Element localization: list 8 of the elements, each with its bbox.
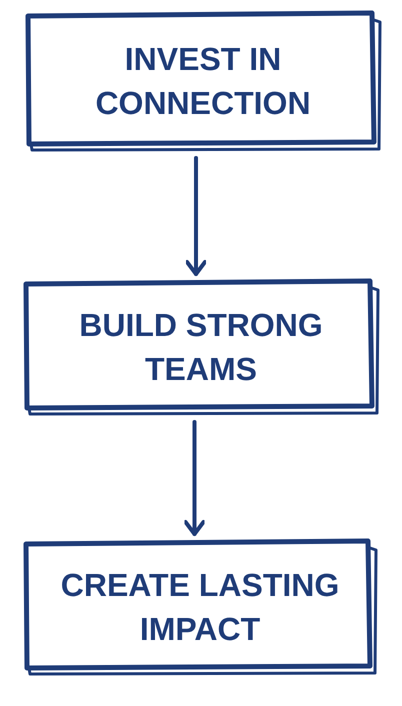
arrow — [185, 156, 207, 276]
box-label: INVEST IN CONNECTION — [94, 40, 312, 123]
box-label: BUILD STRONG TEAMS — [78, 306, 324, 389]
process-box — [22, 538, 378, 676]
box-label: CREATE LASTING IMPACT — [60, 566, 340, 649]
process-box — [24, 10, 382, 152]
arrow — [184, 420, 206, 536]
process-box — [22, 278, 380, 416]
